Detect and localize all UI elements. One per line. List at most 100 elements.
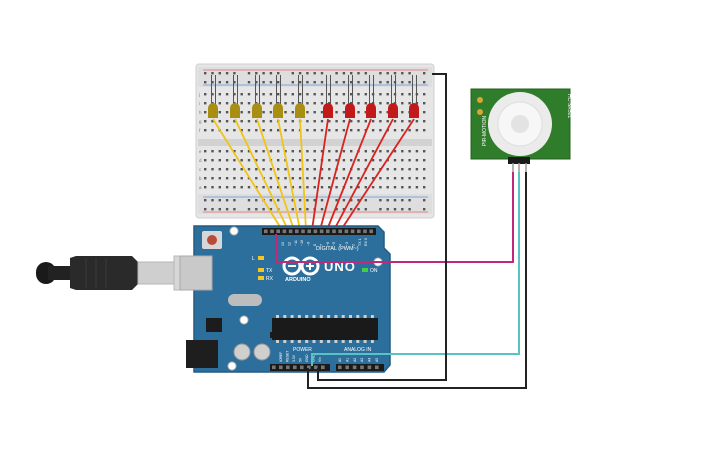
rail-hole	[423, 199, 426, 202]
terminal-hole	[284, 177, 287, 180]
terminal-hole	[379, 129, 382, 132]
rail-hole	[298, 81, 302, 84]
rail-hole	[364, 81, 367, 84]
terminal-hole	[255, 159, 258, 162]
terminal-hole	[350, 177, 353, 180]
terminal-hole	[379, 159, 382, 162]
analog-label: ANALOG IN	[344, 347, 372, 353]
terminal-hole	[423, 159, 426, 162]
terminal-hole	[225, 186, 229, 189]
digital-pin-label: 7	[319, 244, 323, 246]
rail-hole	[379, 208, 382, 211]
row-letter: g	[199, 119, 202, 124]
terminal-hole	[218, 186, 221, 189]
terminal-hole	[291, 168, 294, 171]
ic-pin	[312, 315, 316, 318]
terminal-hole	[269, 120, 273, 123]
terminal-hole	[371, 150, 375, 153]
rail-hole	[320, 81, 324, 84]
terminal-hole	[401, 168, 404, 171]
terminal-hole	[415, 120, 419, 123]
terminal-hole	[218, 111, 221, 114]
terminal-hole	[357, 120, 360, 123]
terminal-hole	[255, 150, 258, 153]
rail-hole	[357, 81, 360, 84]
terminal-hole	[233, 120, 236, 123]
red-led	[323, 103, 333, 118]
terminal-hole	[364, 120, 367, 123]
header-hole	[313, 229, 318, 234]
terminal-hole	[306, 168, 309, 171]
header-hole	[375, 365, 379, 370]
rail-hole	[255, 72, 258, 75]
ic-pin	[305, 340, 309, 343]
power-pin-label: 3.3V	[292, 354, 296, 362]
terminal-hole	[393, 129, 397, 132]
analog-pin-label: A1	[345, 358, 349, 362]
terminal-hole	[240, 168, 243, 171]
terminal-hole	[240, 93, 243, 96]
rail-hole	[379, 199, 382, 202]
terminal-hole	[342, 102, 346, 105]
header-hole	[319, 229, 324, 234]
terminal-hole	[269, 93, 273, 96]
terminal-hole	[350, 159, 353, 162]
terminal-hole	[350, 93, 353, 96]
header-hole	[272, 365, 276, 370]
row-letter: c	[199, 167, 202, 172]
terminal-hole	[240, 150, 243, 153]
red-led	[366, 103, 376, 118]
rail-hole	[225, 72, 229, 75]
terminal-hole	[408, 93, 411, 96]
terminal-hole	[313, 129, 316, 132]
terminal-hole	[269, 102, 273, 105]
digital-pin-label: ~10	[300, 240, 304, 246]
terminal-hole	[240, 102, 243, 105]
terminal-hole	[247, 129, 251, 132]
rail-hole	[335, 81, 338, 84]
yellow-led	[273, 103, 283, 118]
terminal-hole	[423, 111, 426, 114]
terminal-hole	[408, 177, 411, 180]
terminal-hole	[386, 177, 389, 180]
row-letter: d	[199, 158, 202, 163]
terminal-hole	[357, 111, 360, 114]
yellow-led-wire	[234, 118, 289, 231]
terminal-hole	[262, 159, 265, 162]
header-hole	[338, 365, 342, 370]
rail-hole	[233, 208, 236, 211]
rail-hole	[393, 72, 397, 75]
terminal-hole	[284, 186, 287, 189]
terminal-hole	[277, 150, 280, 153]
red-led-wire	[326, 118, 372, 231]
analog-pin-label: A5	[375, 358, 379, 362]
terminal-hole	[262, 150, 265, 153]
terminal-hole	[262, 111, 265, 114]
terminal-hole	[233, 93, 236, 96]
terminal-hole	[225, 150, 229, 153]
terminal-hole	[298, 186, 302, 189]
header-hole	[369, 229, 373, 234]
terminal-hole	[225, 129, 229, 132]
terminal-hole	[291, 102, 294, 105]
rail-hole	[408, 208, 411, 211]
terminal-hole	[233, 159, 236, 162]
header-hole	[270, 229, 274, 234]
terminal-hole	[408, 129, 411, 132]
rail-hole	[335, 72, 338, 75]
header-hole	[293, 365, 297, 370]
red-led-wire	[340, 118, 415, 231]
terminal-hole	[204, 120, 207, 123]
terminal-hole	[408, 186, 411, 189]
terminal-hole	[415, 129, 419, 132]
terminal-hole	[423, 120, 426, 123]
terminal-hole	[408, 159, 411, 162]
terminal-hole	[379, 177, 382, 180]
terminal-hole	[247, 102, 251, 105]
rail-hole	[393, 208, 397, 211]
ic-pin	[319, 315, 323, 318]
ic-pin	[319, 340, 323, 343]
rail-hole	[269, 208, 273, 211]
terminal-hole	[211, 129, 214, 132]
